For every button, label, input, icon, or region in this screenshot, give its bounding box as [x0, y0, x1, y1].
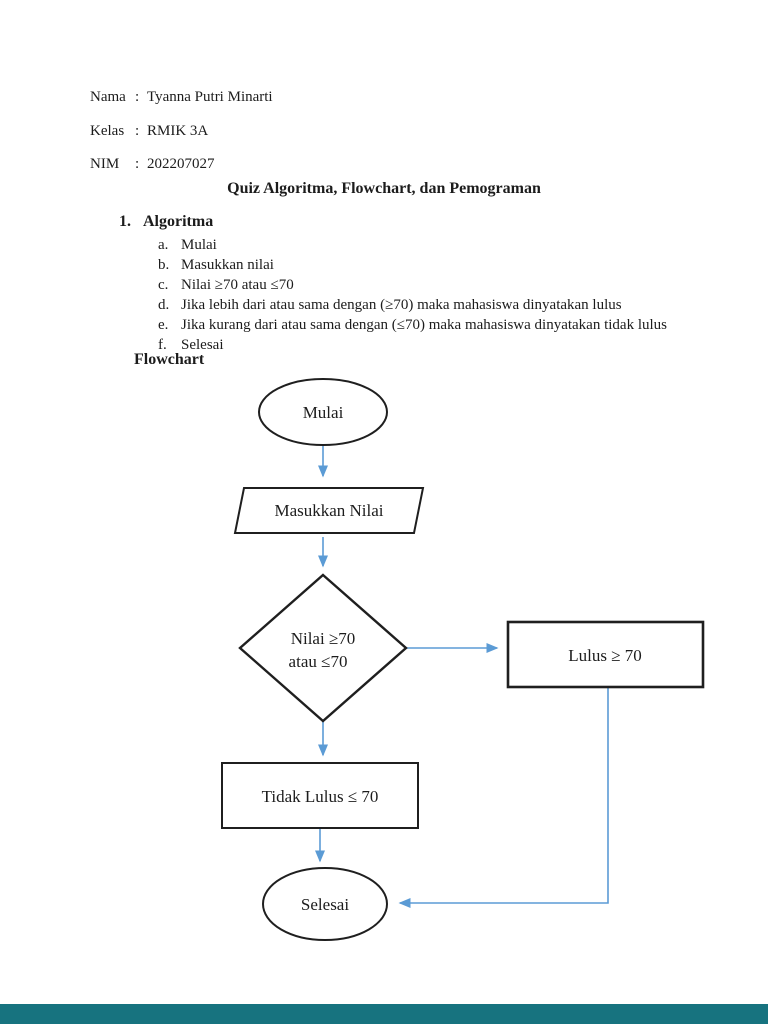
list-item-text: Selesai: [181, 337, 224, 353]
input-parallelogram-label: Masukkan Nilai: [274, 501, 383, 520]
fail-process-label: Tidak Lulus ≤ 70: [262, 787, 379, 806]
list-item-text: Nilai ≥70 atau ≤70: [181, 277, 294, 293]
list-item: b. Masukkan nilai: [158, 255, 667, 275]
identity-row-kelas: Kelas: RMIK 3A: [90, 123, 273, 157]
list-item: e. Jika kurang dari atau sama dengan (≤7…: [158, 315, 667, 335]
nama-separator: :: [135, 89, 140, 105]
section-heading: 1. Algoritma: [119, 212, 667, 231]
kelas-label: Kelas: [90, 122, 125, 139]
kelas-value: RMIK 3A: [147, 122, 209, 139]
identity-block: Nama:Tyanna Putri Minarti Kelas:RMIK 3A …: [90, 89, 273, 190]
nim-separator: :: [135, 156, 140, 172]
identity-row-nama: Nama: Tyanna Putri Minarti: [90, 89, 273, 123]
algorithm-steps-list: a. Mulai b. Masukkan nilai c. Nilai ≥70 …: [158, 235, 667, 355]
list-item-text: Jika kurang dari atau sama dengan (≤70) …: [181, 317, 667, 333]
list-item-text: Jika lebih dari atau sama dengan (≥70) m…: [181, 297, 622, 313]
end-terminator-label: Selesai: [301, 895, 349, 914]
list-item-letter: a.: [158, 237, 169, 253]
connector-pass-to-end: [398, 687, 609, 908]
nama-value: Tyanna Putri Minarti: [147, 89, 273, 105]
identity-row-nim: NIM:202207027: [90, 156, 273, 190]
section-number: 1.: [119, 213, 131, 230]
list-item: f. Selesai: [158, 335, 667, 355]
nim-label: NIM: [90, 156, 120, 172]
algoritma-section: 1. Algoritma a. Mulai b. Masukkan nilai …: [119, 212, 667, 355]
list-item-text: Mulai: [181, 237, 217, 253]
fail-process-shape: [221, 762, 419, 829]
decision-label-line1: Nilai ≥70: [291, 629, 356, 648]
nama-label: Nama: [90, 89, 126, 105]
start-terminator-label: Mulai: [303, 403, 344, 422]
decision-diamond-shape: [238, 573, 408, 723]
input-parallelogram-shape: [233, 487, 425, 534]
nim-value: 202207027: [147, 156, 215, 172]
flowchart-heading: Flowchart: [134, 351, 205, 368]
list-item: d. Jika lebih dari atau sama dengan (≥70…: [158, 295, 667, 315]
list-item-letter: e.: [158, 317, 169, 333]
list-item-letter: d.: [158, 297, 170, 313]
list-item-letter: b.: [158, 257, 170, 273]
end-terminator-shape: [262, 867, 388, 941]
decision-label-line2: atau ≤70: [289, 652, 348, 671]
section-heading-label: Algoritma: [143, 213, 214, 230]
pass-process-label: Lulus ≥ 70: [568, 646, 642, 665]
list-item-letter: f.: [158, 337, 167, 353]
list-item: c. Nilai ≥70 atau ≤70: [158, 275, 667, 295]
list-item-letter: c.: [158, 277, 169, 293]
page-title: Quiz Algoritma, Flowchart, dan Pemograma…: [227, 180, 541, 197]
flowchart-connectors: [315, 445, 609, 908]
kelas-separator: :: [135, 122, 140, 139]
list-item-text: Masukkan nilai: [181, 257, 274, 273]
list-item: a. Mulai: [158, 235, 667, 255]
start-terminator-shape: [258, 378, 388, 446]
pass-process-shape: [506, 620, 705, 689]
flowchart-diagram: Mulai Masukkan Nilai Nilai ≥70 atau ≤70 …: [221, 378, 705, 941]
footer-bar: [0, 1004, 768, 1024]
